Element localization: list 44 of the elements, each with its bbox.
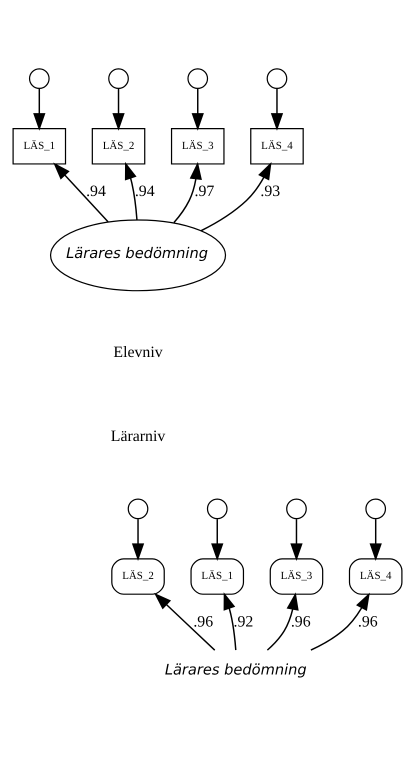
node-box: LÄS_2 [111,558,165,594]
node-circle [187,68,208,88]
arrow [370,518,382,560]
label: Elevniv [113,344,163,360]
node-box: LÄS_3 [170,127,225,164]
node-circle [128,498,148,519]
edge-label: .93 [260,182,280,200]
node-circle [286,498,307,519]
node-box: LÄS_1 [12,127,66,164]
arrow [200,162,272,231]
node-circle [28,68,50,88]
node-box: LÄS_3 [270,558,324,594]
arrow [33,88,46,130]
arrow [53,162,109,222]
node-text: Lärares bedömning [164,661,307,678]
arrow [270,88,284,130]
label: Lärarniv [110,428,166,445]
node-circle [108,68,129,88]
arrow [112,88,125,130]
arrow [224,592,237,650]
arrow [154,592,216,650]
node-circle [365,498,386,519]
arrow [124,161,138,220]
arrow [290,518,303,560]
node-ellipse: Lärares bedömning [50,218,226,291]
edge-label: .96 [193,612,214,630]
arrow [310,592,370,650]
edge-label: .97 [194,182,214,200]
node-box: LÄS_4 [348,558,402,594]
edge-label: .96 [358,612,378,630]
arrow [173,161,202,222]
node-circle [206,498,228,519]
edge-label: .94 [86,182,106,200]
node-box: LÄS_2 [92,127,146,164]
edge-label: .92 [234,612,254,630]
node-box: LÄS_1 [190,558,244,594]
node-circle [266,68,288,88]
arrow [132,518,144,560]
arrow [192,88,204,130]
edge-label: .96 [290,612,311,630]
edge-label: .94 [134,182,155,200]
arrow [266,592,299,650]
node-box: LÄS_4 [250,127,304,164]
arrow [211,518,224,560]
